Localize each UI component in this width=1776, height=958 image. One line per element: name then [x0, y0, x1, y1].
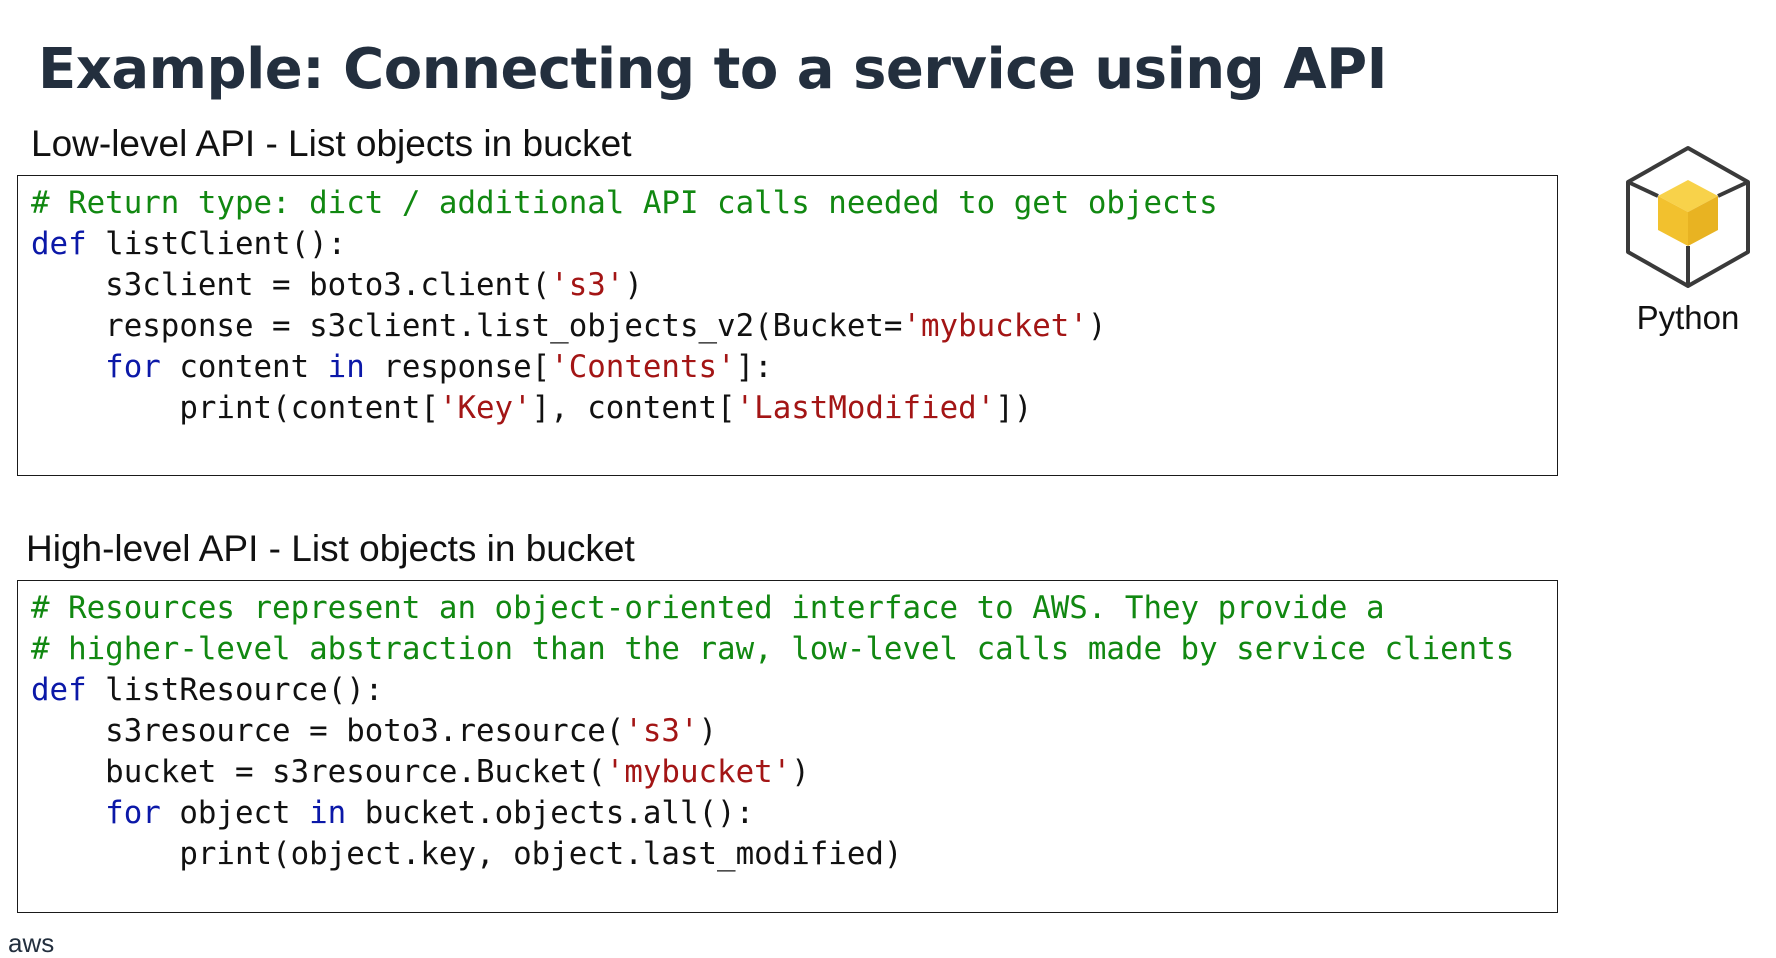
- code-token-str: 'LastModified': [735, 390, 996, 426]
- code-line: # Resources represent an object-oriented…: [31, 588, 1514, 629]
- code-line: response = s3client.list_objects_v2(Buck…: [31, 306, 1218, 347]
- code-token-plain: object: [160, 795, 310, 831]
- code-token-plain: listClient():: [86, 226, 347, 262]
- code-token-plain: ], content[: [531, 390, 736, 426]
- code-token-plain: bucket = s3resource.Bucket(: [31, 754, 606, 790]
- code-line: s3client = boto3.client('s3'): [31, 265, 1218, 306]
- code-token-plain: ): [624, 267, 643, 303]
- code-token-plain: print(content[: [31, 390, 439, 426]
- code-token-str: 'mybucket': [902, 308, 1088, 344]
- code-token-plain: [31, 795, 105, 831]
- code-line: # higher-level abstraction than the raw,…: [31, 629, 1514, 670]
- slide-title: Example: Connecting to a service using A…: [38, 37, 1387, 102]
- low-level-code-lines: # Return type: dict / additional API cal…: [31, 183, 1218, 429]
- low-level-heading: Low-level API - List objects in bucket: [31, 123, 632, 164]
- code-token-plain: s3resource = boto3.resource(: [31, 713, 625, 749]
- code-line: bucket = s3resource.Bucket('mybucket'): [31, 752, 1514, 793]
- code-token-str: 'Contents': [550, 349, 736, 385]
- code-token-str: 'mybucket': [605, 754, 792, 790]
- code-token-comment: # Return type: dict / additional API cal…: [31, 185, 1218, 221]
- code-token-plain: content: [160, 349, 328, 385]
- code-line: for content in response['Contents']:: [31, 347, 1218, 388]
- code-token-kw: def: [31, 226, 87, 262]
- high-level-code-block: # Resources represent an object-oriented…: [17, 580, 1558, 913]
- code-token-kw: def: [31, 672, 87, 708]
- high-level-heading: High-level API - List objects in bucket: [26, 528, 635, 569]
- code-token-plain: response = s3client.list_objects_v2(Buck…: [31, 308, 903, 344]
- code-token-str: 'Key': [438, 390, 532, 426]
- code-line: print(content['Key'], content['LastModif…: [31, 388, 1218, 429]
- code-token-plain: ): [698, 713, 718, 749]
- code-token-comment: # higher-level abstraction than the raw,…: [31, 631, 1515, 667]
- code-line: for object in bucket.objects.all():: [31, 793, 1514, 834]
- code-token-kw: in: [327, 349, 365, 385]
- high-level-code-lines: # Resources represent an object-oriented…: [31, 588, 1514, 875]
- code-token-kw: in: [309, 795, 347, 831]
- code-token-kw: for: [105, 795, 161, 831]
- low-level-code-block: # Return type: dict / additional API cal…: [17, 175, 1558, 476]
- aws-logo: aws: [8, 928, 55, 958]
- code-token-plain: ): [1087, 308, 1107, 344]
- code-token-plain: ): [791, 754, 810, 790]
- python-label: Python: [1636, 299, 1740, 336]
- code-line: s3resource = boto3.resource('s3'): [31, 711, 1514, 752]
- code-line: def listClient():: [31, 224, 1218, 265]
- code-line: print(object.key, object.last_modified): [31, 834, 1514, 875]
- code-token-kw: for: [105, 349, 161, 385]
- code-token-str: 's3': [550, 267, 625, 303]
- code-line: def listResource():: [31, 670, 1514, 711]
- python-cube-icon: [1620, 144, 1756, 290]
- code-token-plain: s3client = boto3.client(: [31, 267, 551, 303]
- code-token-plain: response[: [364, 349, 551, 385]
- code-token-plain: bucket.objects.all():: [346, 795, 755, 831]
- code-token-str: 's3': [624, 713, 699, 749]
- code-line: # Return type: dict / additional API cal…: [31, 183, 1218, 224]
- code-token-plain: listResource():: [86, 672, 384, 708]
- code-token-comment: # Resources represent an object-oriented…: [31, 590, 1385, 626]
- code-token-plain: [31, 349, 105, 385]
- code-token-plain: ]): [995, 390, 1033, 426]
- code-token-plain: print(object.key, object.last_modified): [31, 836, 903, 872]
- code-token-plain: ]:: [735, 349, 773, 385]
